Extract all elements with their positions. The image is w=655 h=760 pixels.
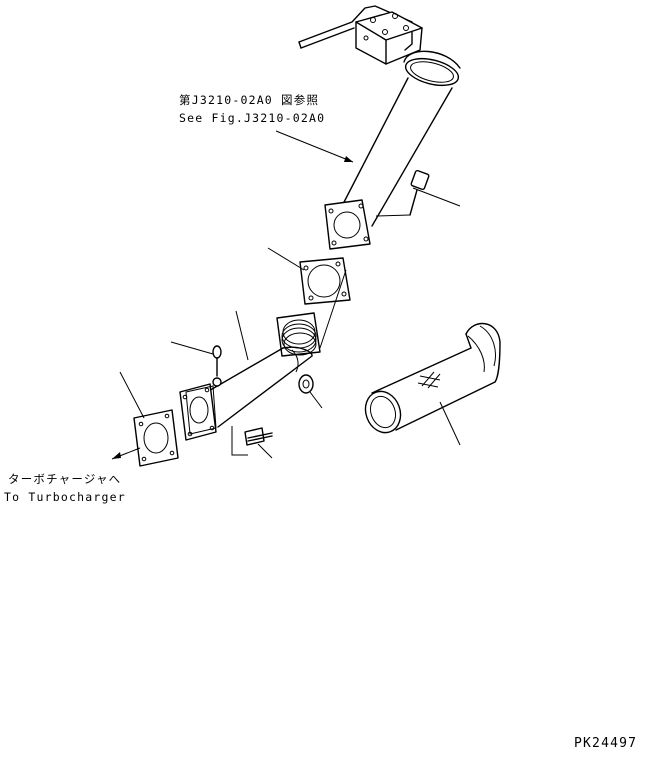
middle-gasket	[299, 257, 351, 305]
leader-lines	[111, 130, 461, 460]
upper-exhaust-pipe	[341, 50, 461, 227]
upper-bolt	[375, 169, 430, 217]
to-turbo-label-en: To Turbocharger	[4, 490, 126, 504]
upper-pipe-flange	[324, 199, 371, 250]
mounting-bracket	[298, 5, 423, 65]
lower-bolt	[231, 426, 273, 456]
lower-exhaust-pipe	[206, 312, 321, 428]
to-turbo-label-jp: ターボチャージャへ	[8, 472, 122, 486]
lower-nut	[298, 374, 314, 394]
turbo-gasket	[133, 409, 179, 467]
heat-cover	[364, 322, 501, 434]
drawing-code: PK24497	[574, 736, 638, 751]
see-fig-label-jp: 第J3210-02A0 図参照	[179, 93, 320, 107]
see-fig-label-en: See Fig.J3210-02A0	[179, 111, 326, 125]
lower-pipe-flange	[179, 383, 217, 441]
small-stud	[212, 345, 222, 387]
